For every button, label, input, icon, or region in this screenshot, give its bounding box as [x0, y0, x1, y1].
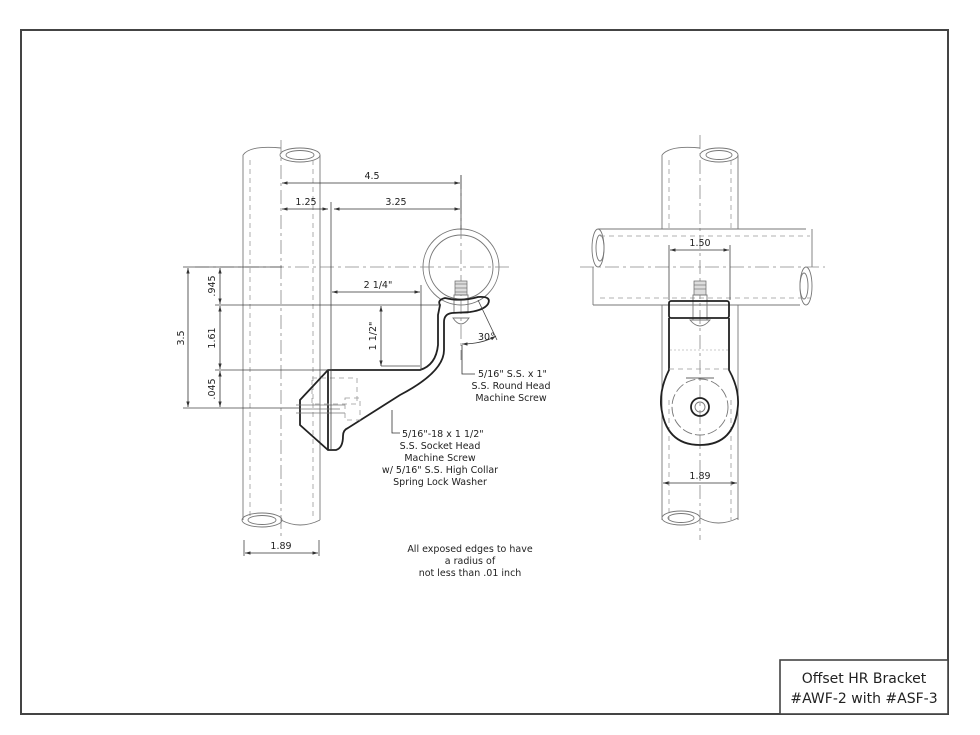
callout-bottom-line-1: 5/16"-18 x 1 1/2" — [402, 429, 484, 440]
title-line-1: Offset HR Bracket — [802, 671, 927, 687]
dim-1-1-2: 1 1/2" — [368, 322, 379, 351]
offset-bracket — [296, 295, 490, 451]
callout-top-line-2: S.S. Round Head — [471, 381, 550, 392]
front-view: 1.50 1.89 — [580, 135, 825, 540]
post-pipe — [241, 140, 321, 540]
note-line-3: not less than .01 inch — [419, 568, 522, 579]
dim-2-1-4: 2 1/4" — [364, 280, 393, 291]
angle-dimension: 30° — [461, 299, 498, 346]
angle-label: 30° — [478, 332, 495, 343]
callout-bottom-line-4: w/ 5/16" S.S. High Collar — [382, 465, 498, 476]
callout-top-line-3: Machine Screw — [475, 393, 547, 404]
front-saddle-dimension: 1.50 — [668, 238, 731, 300]
callout-bottom-screw: 5/16"-18 x 1 1/2" S.S. Socket Head Machi… — [382, 410, 498, 488]
dim-front-post-diameter: 1.89 — [689, 471, 710, 482]
title-line-2: #AWF-2 with #ASF-3 — [790, 691, 937, 707]
title-block: Offset HR Bracket #AWF-2 with #ASF-3 — [779, 659, 949, 715]
callout-top-line-1: 5/16" S.S. x 1" — [478, 369, 547, 380]
callout-bottom-line-5: Spring Lock Washer — [393, 477, 487, 488]
dim-1-25: 1.25 — [295, 197, 316, 208]
dim-945: .945 — [207, 275, 218, 296]
sheet-border — [20, 29, 949, 715]
front-handrail-pipe — [580, 228, 825, 306]
side-view: 30° 4.5 1.25 3.25 2 1/4" 1.89 — [176, 140, 551, 556]
horizontal-dimensions: 4.5 1.25 3.25 2 1/4" 1.89 — [243, 171, 462, 556]
dim-3-25: 3.25 — [385, 197, 406, 208]
front-post-dimension: 1.89 — [663, 471, 737, 485]
dim-1-50: 1.50 — [689, 238, 710, 249]
front-top-screw — [689, 280, 711, 327]
front-bracket — [660, 300, 739, 446]
dim-post-diameter: 1.89 — [270, 541, 291, 552]
callout-top-screw: 5/16" S.S. x 1" S.S. Round Head Machine … — [461, 345, 551, 404]
dim-1-61: 1.61 — [207, 327, 218, 348]
callout-bottom-line-3: Machine Screw — [404, 453, 476, 464]
dim-3-5: 3.5 — [176, 330, 187, 345]
general-note: All exposed edges to have a radius of no… — [407, 544, 533, 579]
handrail-section — [195, 175, 510, 360]
vertical-dimensions: 3.5 .945 1.61 .045 1 1/2" — [176, 266, 440, 409]
note-line-1: All exposed edges to have — [407, 544, 533, 555]
callout-bottom-line-2: S.S. Socket Head — [400, 441, 481, 452]
note-line-2: a radius of — [445, 556, 496, 567]
dim-045: .045 — [207, 378, 218, 399]
dim-4-5: 4.5 — [364, 171, 379, 182]
